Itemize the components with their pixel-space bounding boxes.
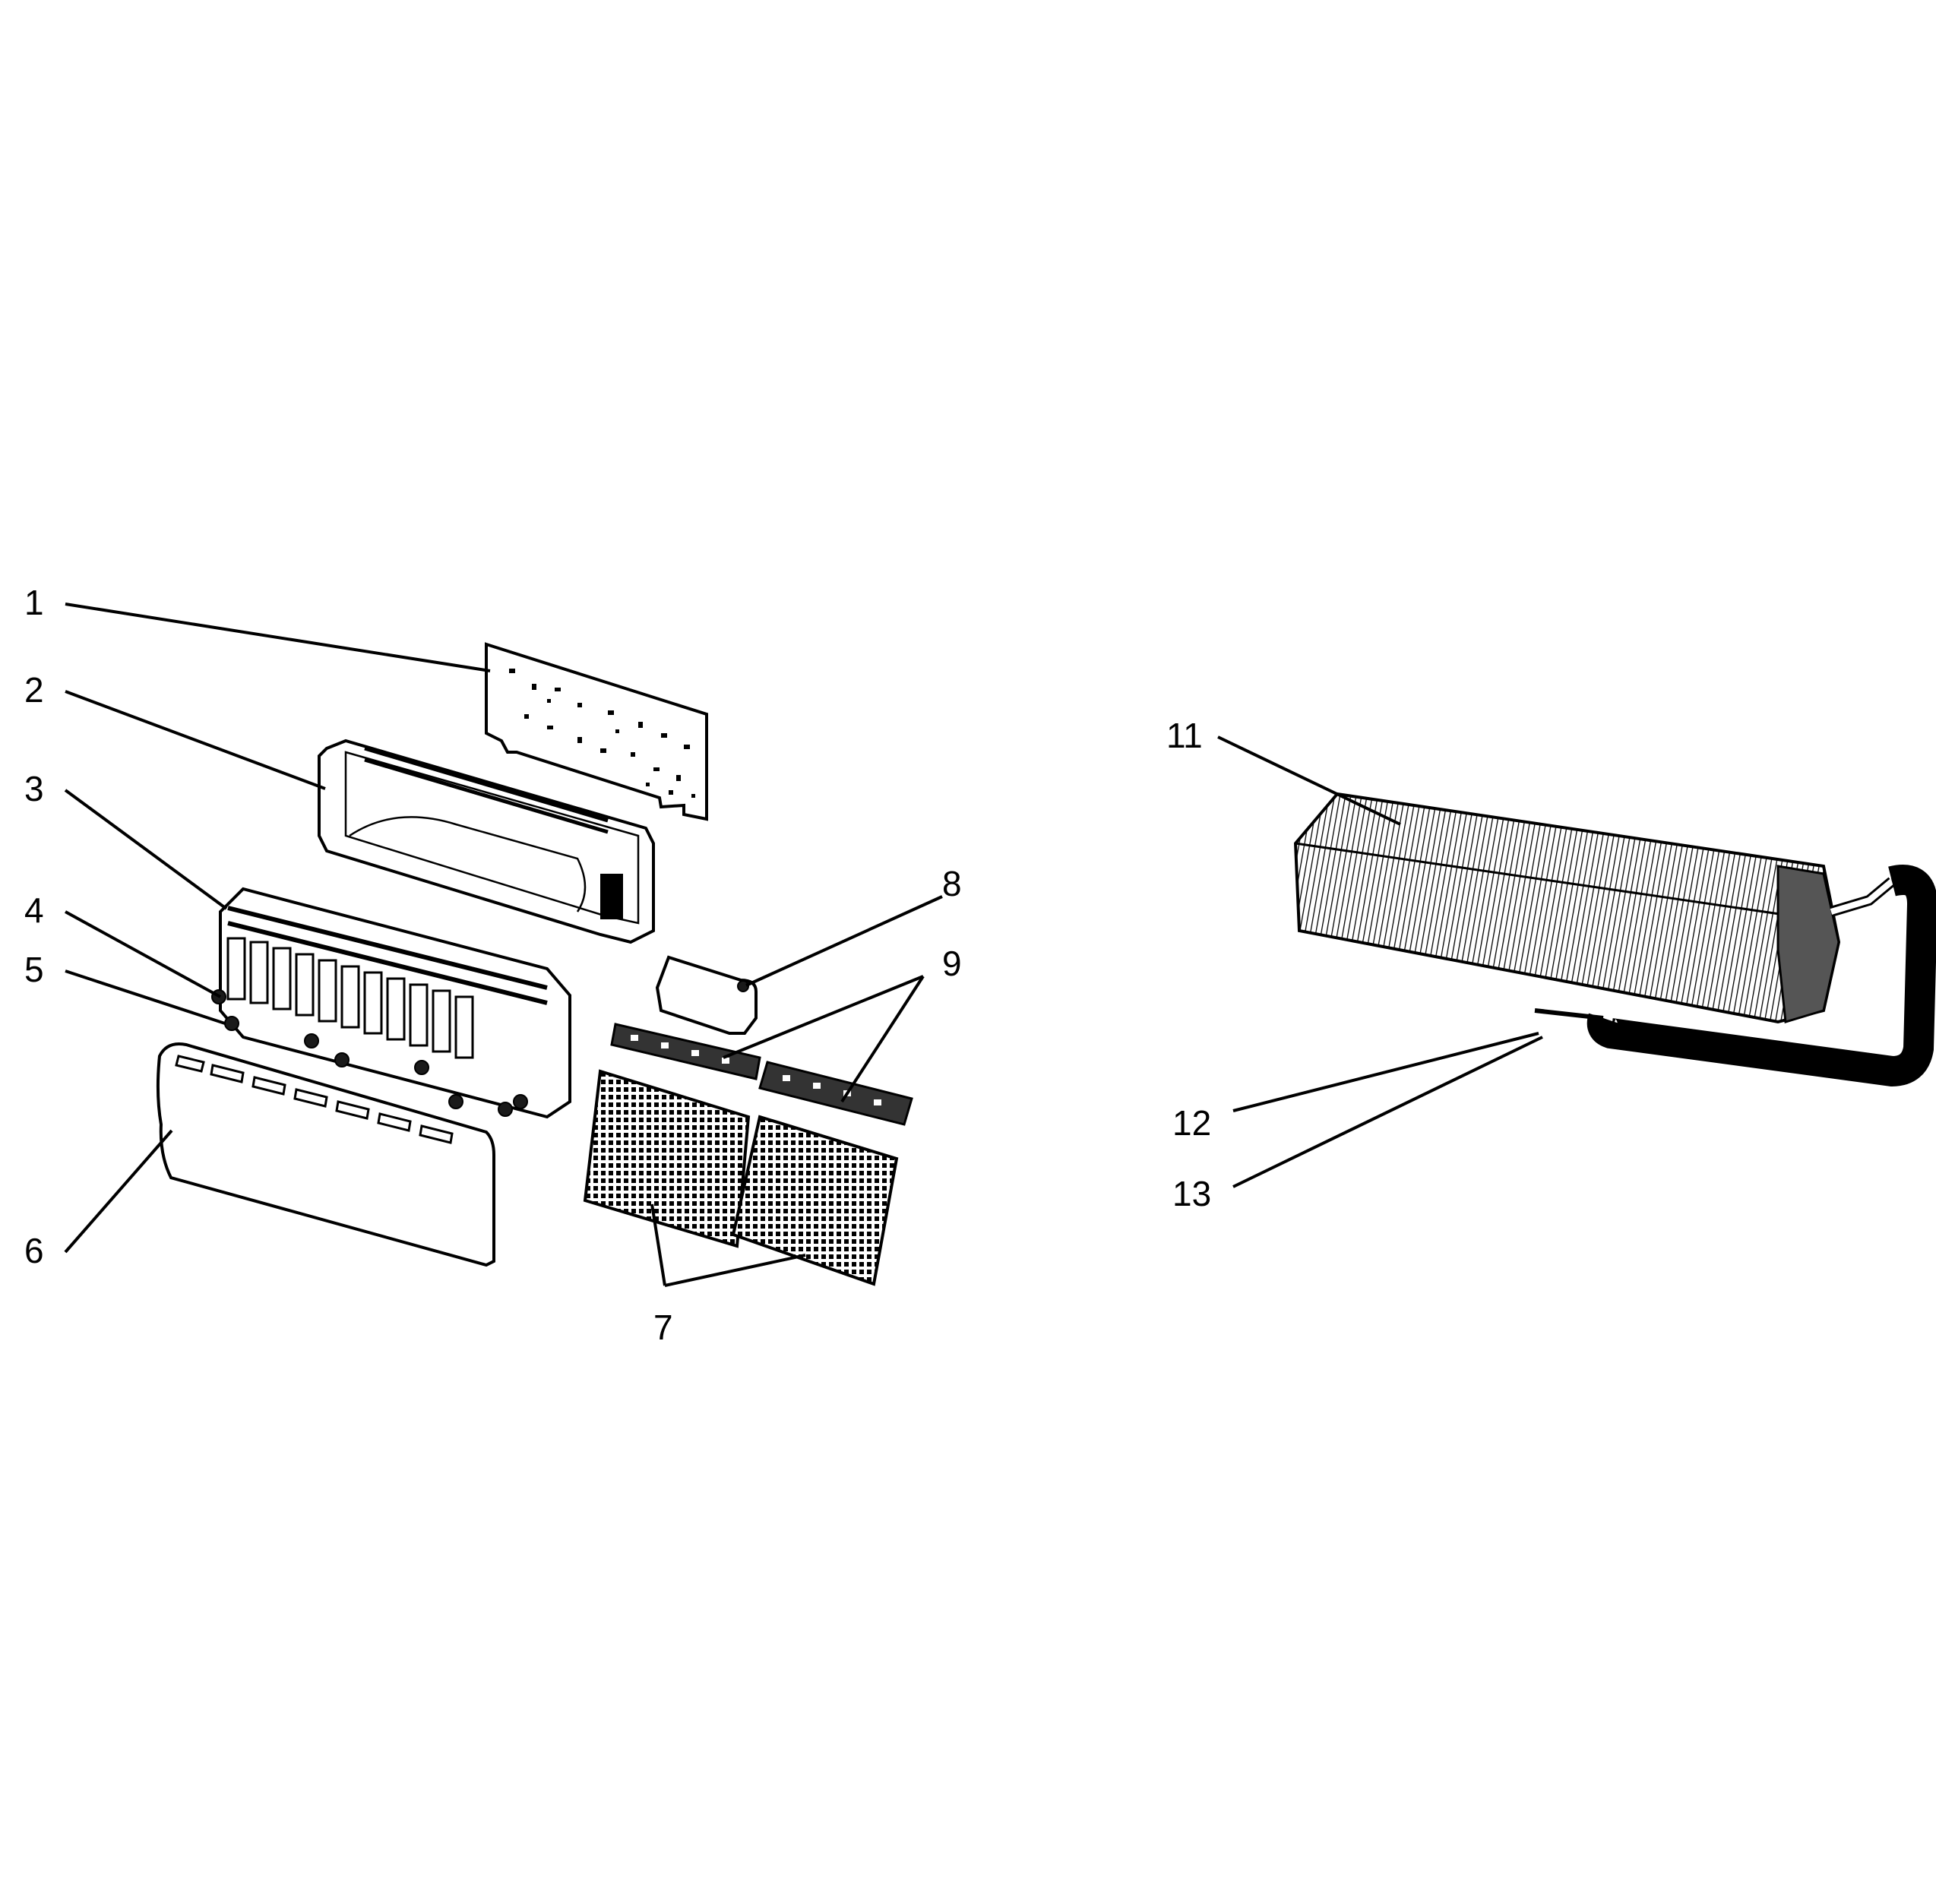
callout-2: 2 [24,670,44,710]
callout-3: 3 [24,769,44,808]
part-8-bracket [655,955,758,1035]
callout-4: 4 [24,890,44,930]
callout-8: 8 [942,864,962,903]
callout-9: 9 [942,944,962,983]
part-6-front-panel [156,1042,495,1267]
callout-1: 1 [24,583,44,622]
leader-lines [64,603,1543,1287]
part-7-air-filters [583,1069,899,1286]
callout-12: 12 [1172,1103,1212,1143]
callout-7: 7 [653,1308,673,1347]
part-4-5-clips [211,989,528,1117]
callout-5: 5 [24,950,44,989]
callout-13: 13 [1172,1174,1212,1213]
part-1-control-board [485,642,708,821]
callout-6: 6 [24,1231,44,1270]
callout-11: 11 [1166,716,1203,755]
part-2-rear-housing [318,739,655,944]
part-12-13-piping [1534,865,1936,1087]
part-9-filter-frames [610,1023,913,1126]
part-11-evaporator-coil [1293,792,1841,1024]
part-3-chassis [219,887,571,1119]
